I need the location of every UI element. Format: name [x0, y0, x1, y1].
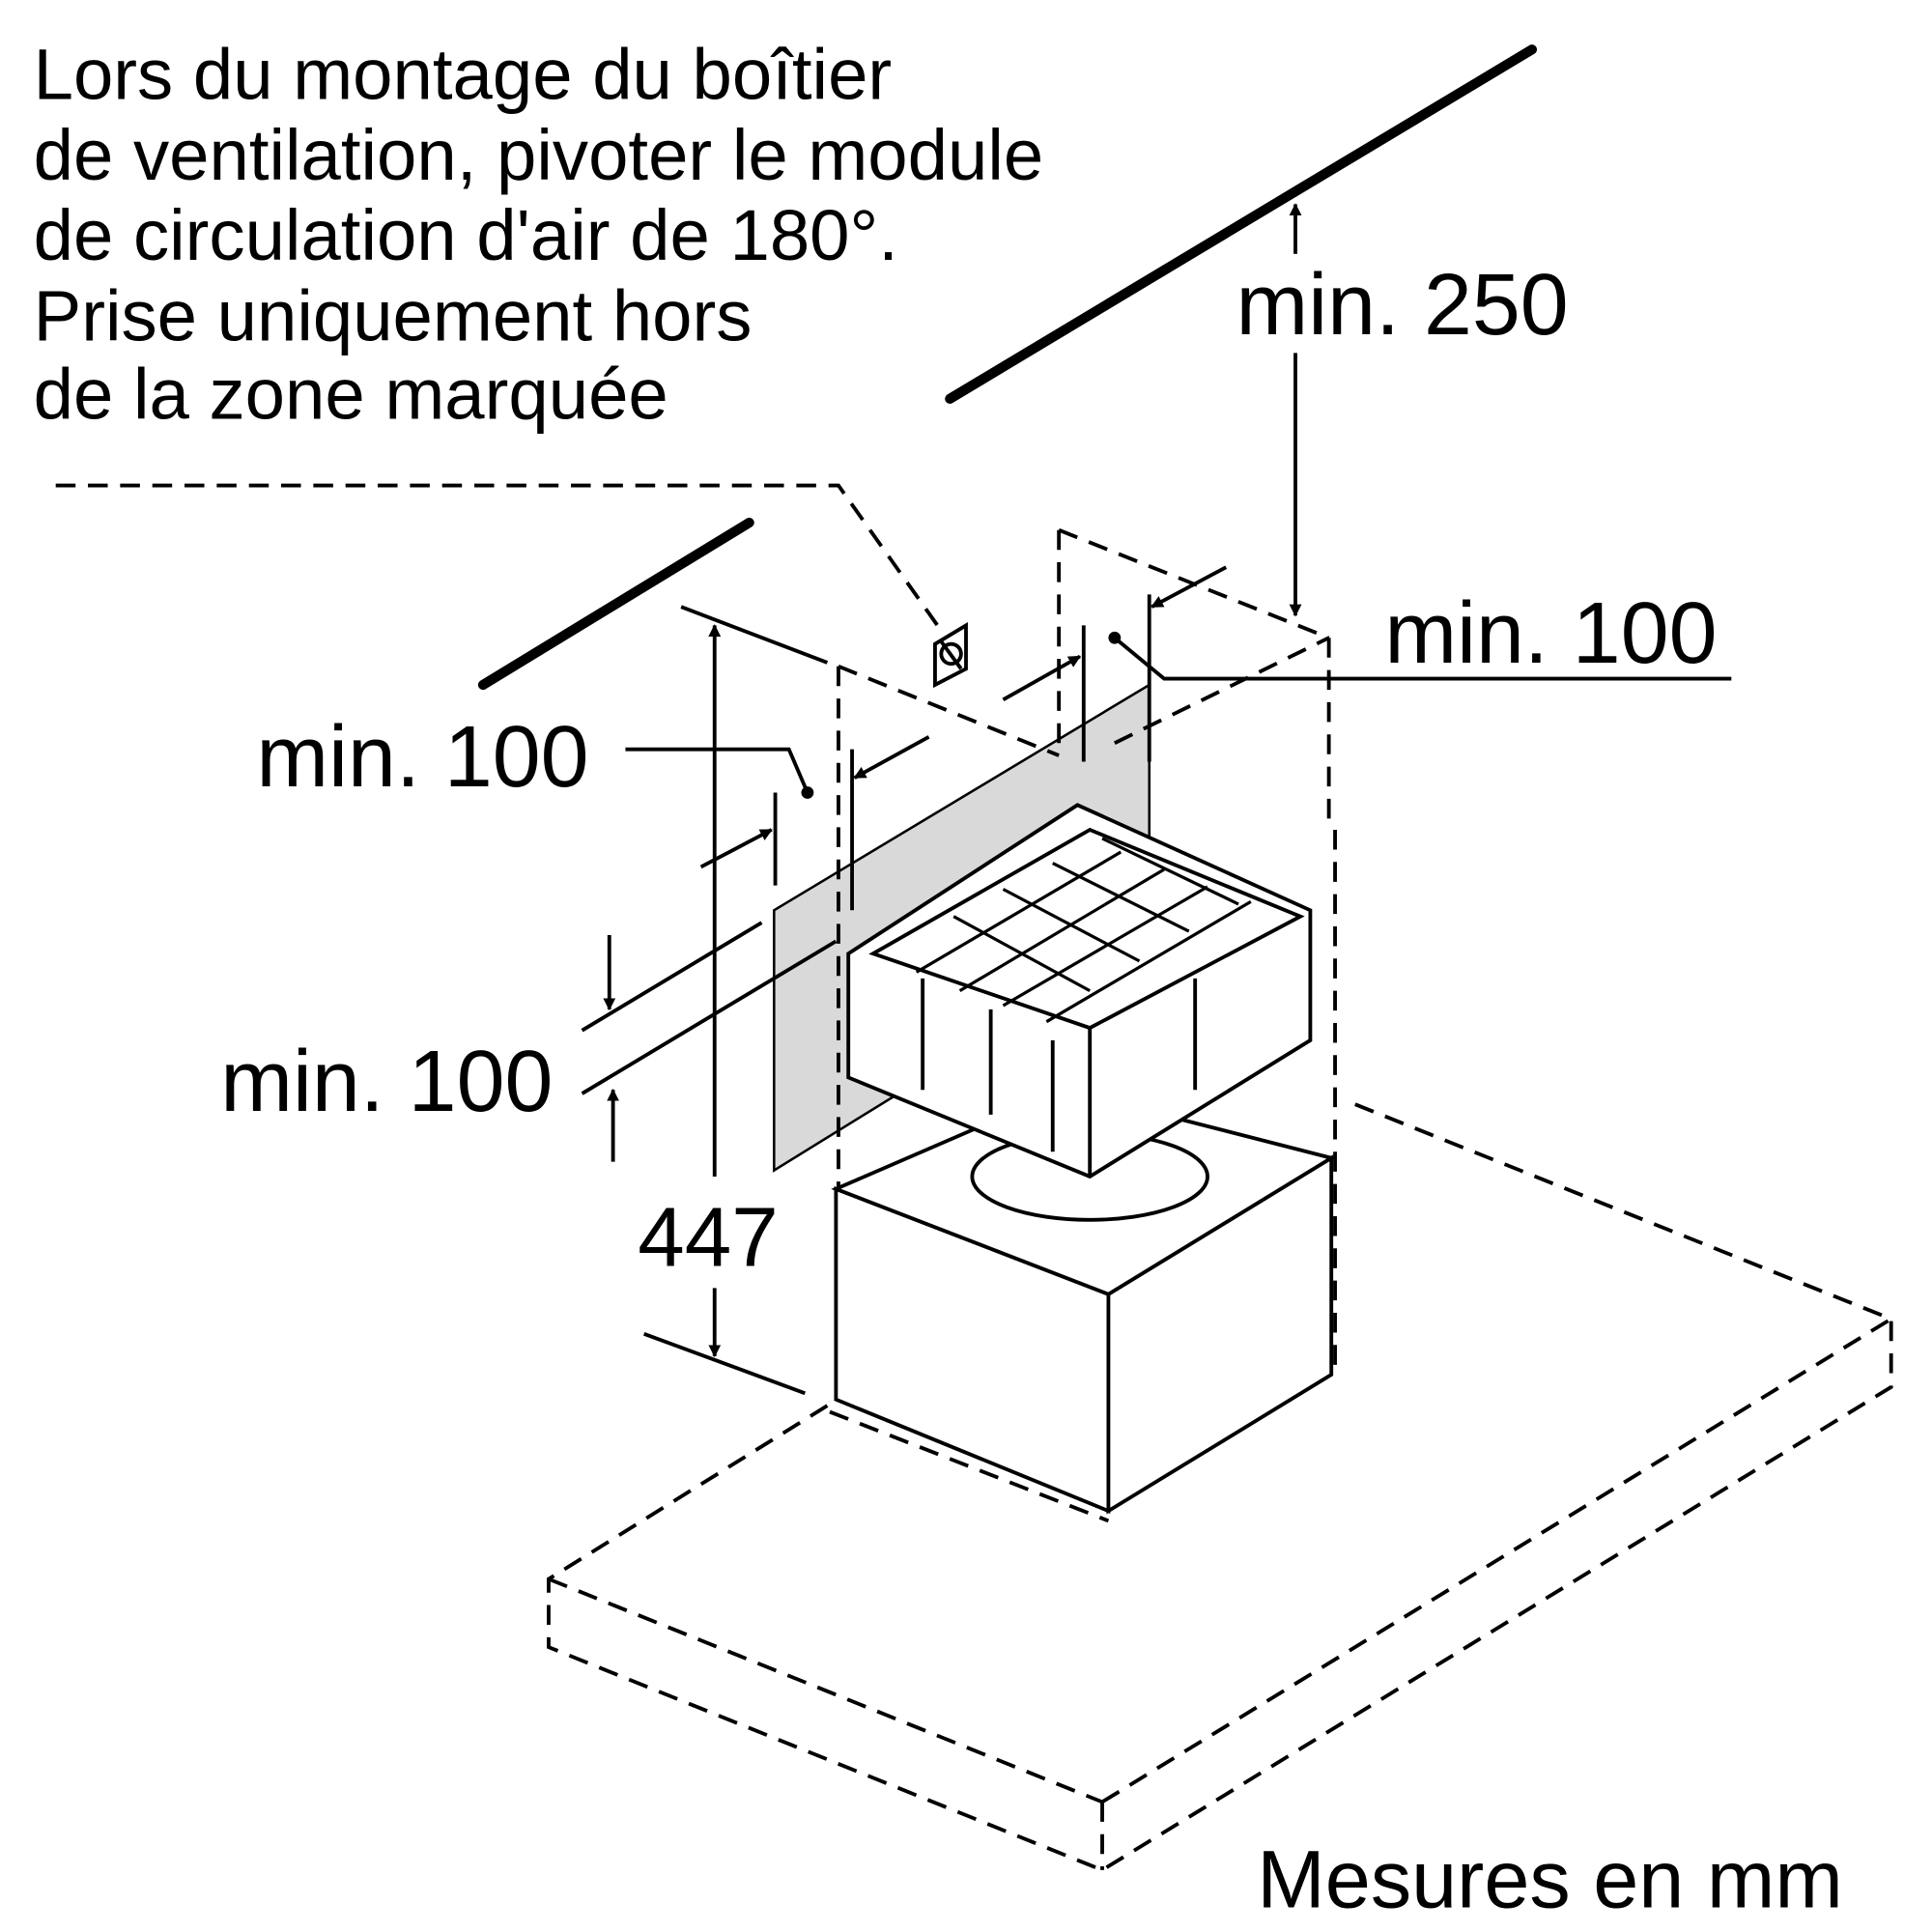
air-circulation-module — [846, 803, 1313, 1222]
height-label: 447 — [638, 1190, 778, 1284]
right-clearance-dimension: min. 100 — [1002, 565, 1732, 762]
left-clearance-label: min. 100 — [256, 709, 588, 806]
instruction-text: Lors du montage du boîtier de ventilatio… — [34, 35, 1044, 435]
vertical-clearance-label: min. 100 — [220, 1034, 553, 1130]
vertical-clearance-dimension: min. 100 — [220, 921, 838, 1162]
instruction-line: de ventilation, pivoter le module — [34, 115, 1044, 195]
ceiling-clearance-label: min. 250 — [1236, 257, 1568, 354]
right-clearance-label: min. 100 — [1384, 585, 1717, 682]
ceiling-clearance-dimension: min. 250 — [1236, 203, 1569, 617]
wall-edge — [477, 517, 754, 691]
units-note: Mesures en mm — [1257, 1833, 1843, 1924]
instruction-line: Prise uniquement hors — [34, 276, 753, 356]
instruction-line: de la zone marquée — [34, 354, 668, 434]
ceiling-edge — [945, 44, 1538, 404]
zone-leader — [55, 483, 940, 627]
height-dimension: 447 — [638, 605, 829, 1396]
instruction-line: Lors du montage du boîtier — [34, 35, 893, 115]
socket-icon — [933, 622, 968, 689]
instruction-line: de circulation d'air de 180°. — [34, 195, 898, 275]
hood-outline — [547, 1100, 1893, 1873]
left-clearance-dimension: min. 100 — [256, 709, 930, 911]
